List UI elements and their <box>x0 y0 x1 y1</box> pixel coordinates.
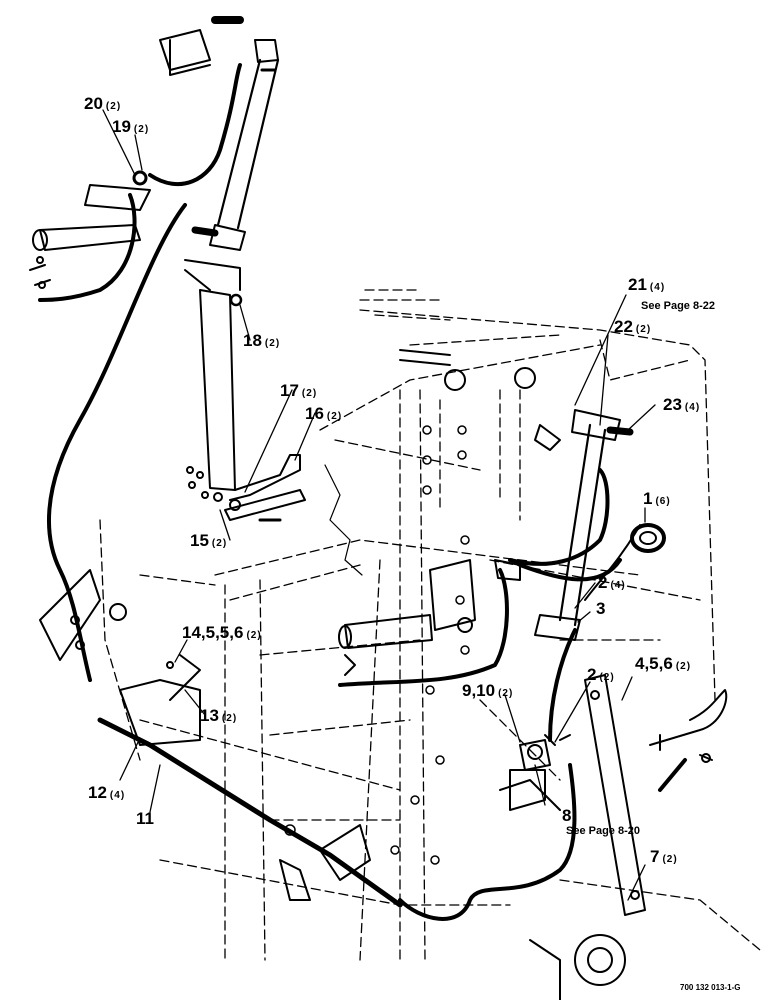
upper-cylinder-assembly <box>29 16 280 491</box>
left-bracket <box>39 569 201 746</box>
middle-cylinder <box>338 614 433 676</box>
baler-frame <box>99 289 761 961</box>
see-page-note-bottom: See Page 8-20 <box>566 825 640 837</box>
callout-2-lower: 2(2) <box>587 665 615 684</box>
bottom-components <box>279 779 626 1000</box>
callout-3: 3 <box>596 599 606 618</box>
valve-assembly <box>509 734 571 811</box>
right-link-arm <box>584 674 728 916</box>
callout-8: 8 <box>562 806 572 825</box>
frame-holes <box>284 425 470 865</box>
link-arm-assembly <box>186 454 306 522</box>
callout-9-10: 9,10(2) <box>462 681 514 700</box>
callout-2-upper: 2(4) <box>598 573 626 592</box>
seal-ring <box>584 523 666 601</box>
callout-21: 21(4) <box>628 275 666 294</box>
right-cylinder-assembly <box>399 349 634 641</box>
callout-12: 12(4) <box>88 783 126 802</box>
callout-22: 22(2) <box>614 317 652 336</box>
callout-20: 20(2) <box>84 94 122 113</box>
break-line <box>324 464 363 576</box>
callout-18: 18(2) <box>243 331 281 350</box>
upper-hoses <box>38 63 242 682</box>
callout-15: 15(2) <box>190 531 228 550</box>
callout-13: 13(2) <box>200 706 238 725</box>
callout-11: 11 <box>136 809 154 828</box>
callout-1: 1(6) <box>643 489 671 508</box>
see-page-note-top: See Page 8-22 <box>641 300 715 312</box>
callout-23: 23(4) <box>663 395 701 414</box>
leader-lines <box>102 109 656 901</box>
figure-code: 700 132 013-1-G <box>680 983 741 992</box>
callout-17: 17(2) <box>280 381 318 400</box>
callout-7: 7(2) <box>650 847 678 866</box>
callout-16: 16(2) <box>305 404 343 423</box>
callout-14-5-5-6: 14,5,5,6(2) <box>182 623 262 642</box>
right-hoses <box>338 468 622 921</box>
callout-19: 19(2) <box>112 117 150 136</box>
callout-4-5-6: 4,5,6(2) <box>635 654 692 673</box>
